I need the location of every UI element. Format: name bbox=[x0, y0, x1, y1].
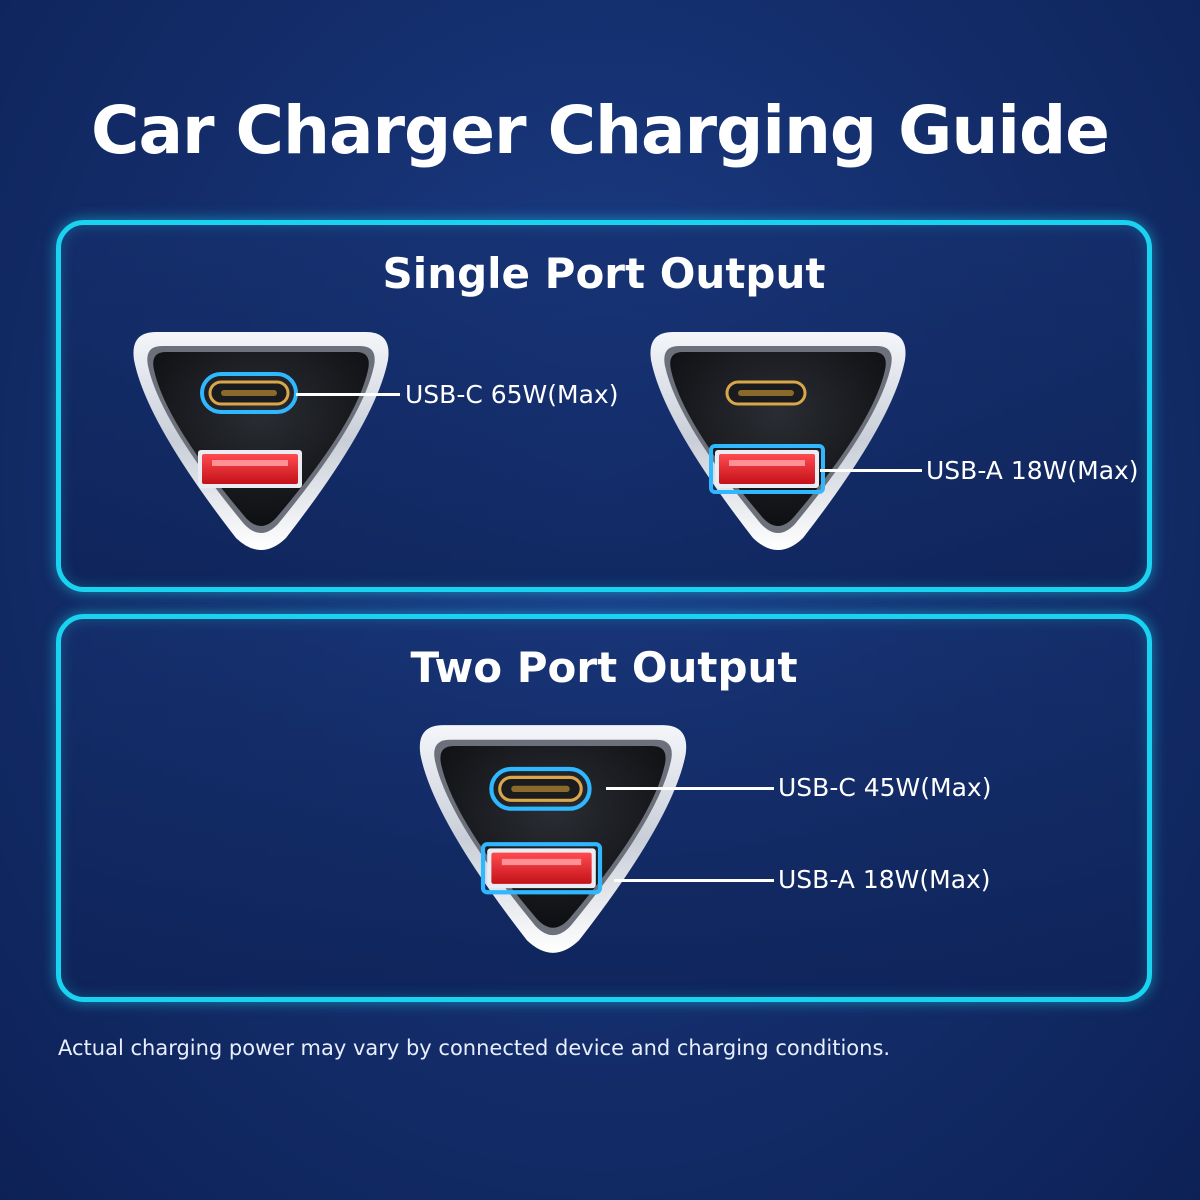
footnote: Actual charging power may vary by connec… bbox=[58, 1036, 891, 1060]
usb-c-65w-label: USB-C 65W(Max) bbox=[405, 380, 619, 409]
usb-c-45w-label: USB-C 45W(Max) bbox=[778, 773, 992, 802]
callout-line bbox=[820, 469, 922, 472]
two-port-panel: Two Port Output bbox=[56, 614, 1152, 1002]
car-charger-icon bbox=[126, 326, 396, 556]
callout-line bbox=[296, 393, 400, 396]
usb-c-port-highlight bbox=[489, 766, 592, 811]
two-port-heading: Two Port Output bbox=[410, 643, 798, 692]
usb-a-port-highlight bbox=[480, 842, 603, 895]
usb-a-18w-label-two-port: USB-A 18W(Max) bbox=[778, 865, 991, 894]
callout-line bbox=[614, 879, 774, 882]
car-charger-icon bbox=[643, 326, 913, 556]
page-title: Car Charger Charging Guide bbox=[91, 92, 1110, 169]
car-charger-icon bbox=[412, 718, 694, 960]
single-port-heading: Single Port Output bbox=[382, 249, 826, 298]
usb-a-18w-label: USB-A 18W(Max) bbox=[926, 456, 1139, 485]
callout-line bbox=[606, 787, 774, 790]
